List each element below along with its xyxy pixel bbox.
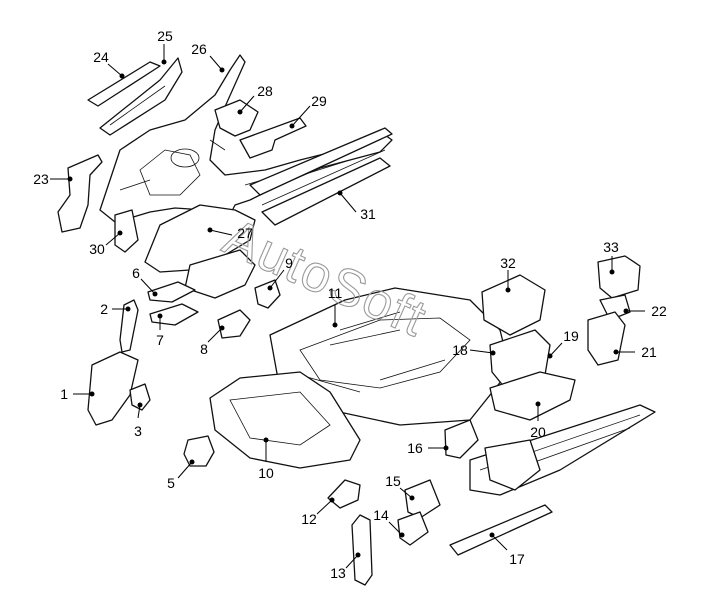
upper-rail-parts <box>87 57 183 136</box>
callout-16-label: 16 <box>407 440 423 456</box>
part-13-post <box>351 514 373 586</box>
callout-18: 18 <box>452 342 496 358</box>
callout-27: 27 <box>207 225 253 241</box>
callout-3: 3 <box>134 402 143 439</box>
callout-26-label: 26 <box>191 41 207 57</box>
callout-labels: 1 2 3 5 6 7 8 9 <box>33 28 667 581</box>
part-27-floor-front <box>144 204 256 273</box>
part-14-bracket <box>397 511 429 546</box>
callout-17: 17 <box>489 532 525 567</box>
callout-33: 33 <box>603 239 619 275</box>
callout-19-label: 19 <box>563 328 579 344</box>
callout-31: 31 <box>337 190 376 222</box>
part-6-bracket <box>147 281 196 303</box>
callout-20: 20 <box>530 401 546 440</box>
callout-6-label: 6 <box>132 265 140 281</box>
part-15-bracket <box>404 479 441 519</box>
callout-15-label: 15 <box>385 473 401 489</box>
callout-18-label: 18 <box>452 342 468 358</box>
sill-rails-31 <box>249 127 393 226</box>
callout-21: 21 <box>613 344 657 360</box>
callout-3-label: 3 <box>134 423 142 439</box>
callout-11: 11 <box>328 285 343 328</box>
callout-22-label: 22 <box>651 303 667 319</box>
callout-24: 24 <box>93 49 125 79</box>
callout-29: 29 <box>289 93 327 129</box>
callout-10-label: 10 <box>258 465 274 481</box>
callout-8: 8 <box>200 325 225 357</box>
part-9-bracket <box>254 279 281 309</box>
callout-22: 22 <box>623 303 667 319</box>
part-17-rail <box>449 504 553 556</box>
callout-7: 7 <box>156 313 164 348</box>
callout-29-label: 29 <box>311 93 327 109</box>
callout-30: 30 <box>89 230 123 257</box>
callout-14-label: 14 <box>373 507 389 523</box>
callout-13-label: 13 <box>330 565 346 581</box>
callout-32-label: 32 <box>500 255 516 271</box>
callout-21-label: 21 <box>641 344 657 360</box>
callout-2: 2 <box>100 301 131 317</box>
callout-7-label: 7 <box>156 332 164 348</box>
callout-31-label: 31 <box>360 206 376 222</box>
part-10-underbody-panel <box>209 371 361 469</box>
part-12-bracket <box>327 479 361 509</box>
callout-33-label: 33 <box>603 239 619 255</box>
callout-30-label: 30 <box>89 241 105 257</box>
callout-1-label: 1 <box>60 386 68 402</box>
part-16-bracket <box>444 419 479 459</box>
callout-9-label: 9 <box>285 255 293 271</box>
part-2-filler-neck <box>119 299 139 353</box>
part-23-bracket <box>57 154 103 233</box>
part-3-bracket <box>129 383 151 411</box>
callout-5-label: 5 <box>167 475 175 491</box>
callout-19: 19 <box>547 328 579 359</box>
callout-26: 26 <box>191 41 225 73</box>
callout-12-label: 12 <box>301 511 317 527</box>
callout-25: 25 <box>157 28 173 65</box>
part-8-bracket <box>217 309 251 339</box>
part-21-guard <box>587 311 626 366</box>
part-28-bracket <box>214 99 259 137</box>
callout-32: 32 <box>500 255 516 293</box>
rear-long-rail <box>469 404 656 496</box>
callout-25-label: 25 <box>157 28 173 44</box>
callout-17-label: 17 <box>509 551 525 567</box>
part-29-bracket <box>239 117 307 159</box>
callout-23: 23 <box>33 171 73 187</box>
callout-11-label: 11 <box>328 285 343 301</box>
callout-6: 6 <box>132 265 158 297</box>
callout-12: 12 <box>301 497 335 527</box>
part-33-cover <box>597 255 641 299</box>
part-1-reservoir <box>87 351 139 426</box>
callout-5: 5 <box>167 459 195 491</box>
part-30-bracket <box>114 209 139 253</box>
part-5-mount <box>183 435 215 467</box>
callout-24-label: 24 <box>93 49 109 65</box>
callout-13: 13 <box>330 552 361 581</box>
part-19-20-battery-tray <box>489 371 576 421</box>
callout-2-label: 2 <box>100 301 108 317</box>
callout-10: 10 <box>258 437 274 481</box>
callout-20-label: 20 <box>530 424 546 440</box>
callout-9: 9 <box>267 255 293 291</box>
callout-28-label: 28 <box>257 83 273 99</box>
callout-23-label: 23 <box>33 171 49 187</box>
callout-16: 16 <box>407 440 449 456</box>
callout-1: 1 <box>60 386 95 402</box>
callout-15: 15 <box>385 473 415 501</box>
callout-8-label: 8 <box>200 341 208 357</box>
callout-27-label: 27 <box>237 225 253 241</box>
part-7-bracket <box>149 303 199 326</box>
callout-14: 14 <box>373 507 405 538</box>
part-32-battery-cover <box>481 274 546 336</box>
callout-28: 28 <box>237 83 273 115</box>
